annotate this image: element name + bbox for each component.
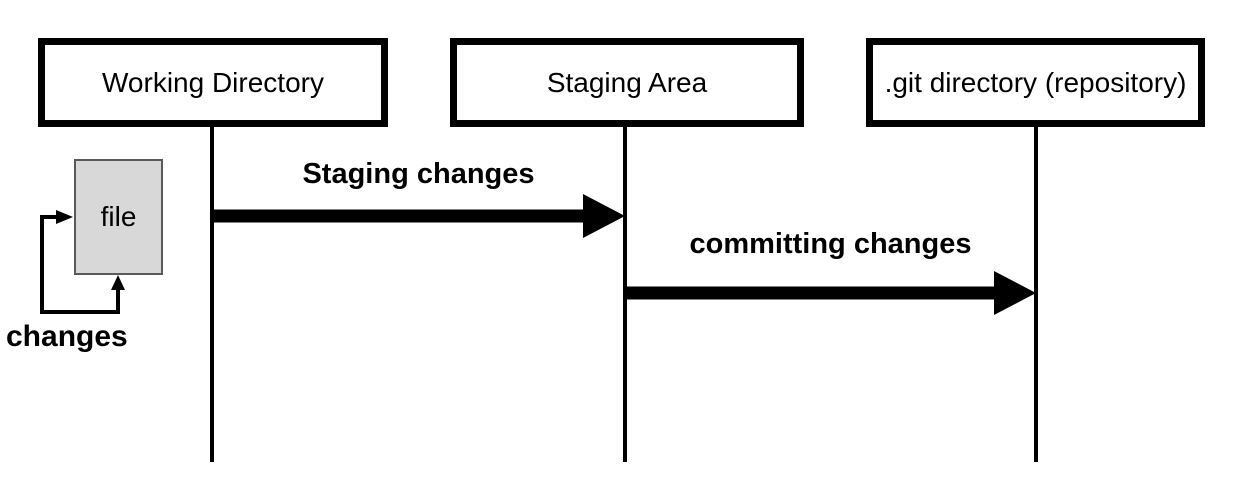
committing-arrow-head bbox=[994, 271, 1036, 315]
staging-arrow-head bbox=[583, 194, 625, 238]
committing-changes-label: committing changes bbox=[689, 228, 972, 260]
staging-area-box: Staging Area bbox=[450, 38, 804, 127]
file-box: file bbox=[74, 159, 163, 275]
changes-loop-arrowhead-up bbox=[111, 275, 125, 290]
working-directory-box: Working Directory bbox=[38, 38, 388, 127]
file-label: file bbox=[100, 201, 137, 232]
staging-area-label: Staging Area bbox=[546, 66, 708, 98]
staging-changes-label: Staging changes bbox=[302, 158, 535, 190]
changes-loop-arrowhead-right bbox=[56, 210, 73, 224]
git-directory-label: .git directory (repository) bbox=[884, 66, 1187, 98]
git-directory-box: .git directory (repository) bbox=[866, 38, 1205, 127]
working-directory-label: Working Directory bbox=[102, 66, 324, 98]
changes-label: changes bbox=[6, 320, 128, 353]
changes-loop-path bbox=[40, 215, 120, 314]
